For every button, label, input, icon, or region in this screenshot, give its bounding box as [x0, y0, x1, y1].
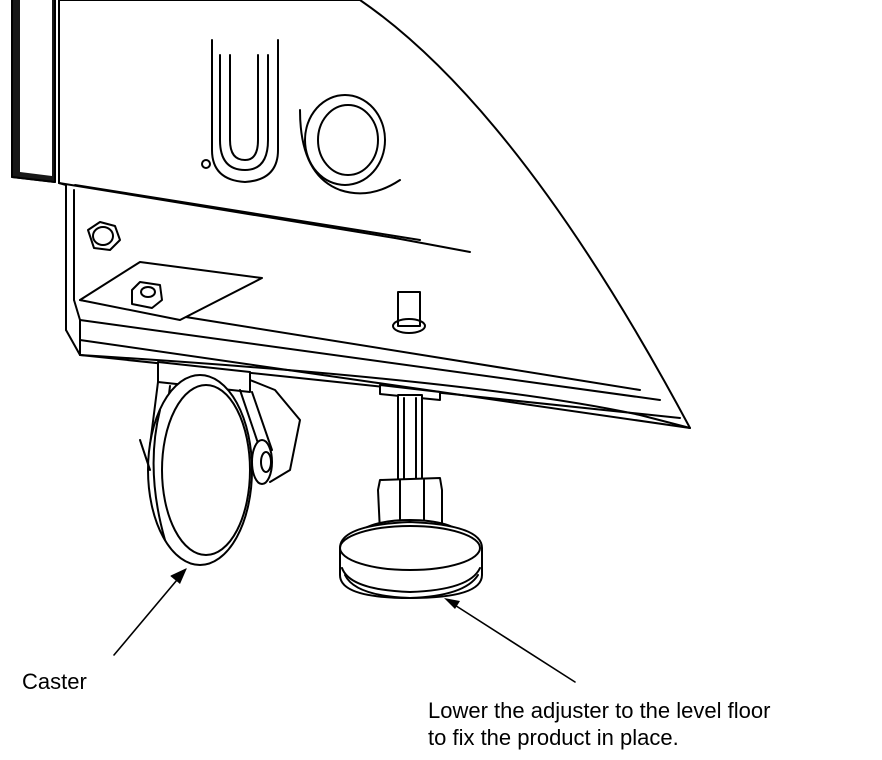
adjuster-instruction-line-2: to fix the product in place.: [428, 725, 679, 750]
adjuster-stud-top: [392, 291, 426, 334]
cabinet-openings: [201, 39, 401, 195]
mounting-bracket: [79, 261, 263, 321]
cabinet-body: [58, 0, 691, 429]
adjuster-instruction: Lower the adjuster to the level floor to…: [428, 697, 770, 751]
leveling-adjuster: [339, 384, 483, 599]
caster-label: Caster: [22, 669, 87, 694]
adjuster-leader-arrow: [444, 598, 576, 683]
hex-bolt: [87, 221, 121, 251]
caster-assembly: [139, 361, 301, 566]
caster-leader-arrow: [113, 568, 187, 656]
side-panel-edge: [11, 0, 60, 184]
adjuster-instruction-line-1: Lower the adjuster to the level floor: [428, 698, 771, 723]
